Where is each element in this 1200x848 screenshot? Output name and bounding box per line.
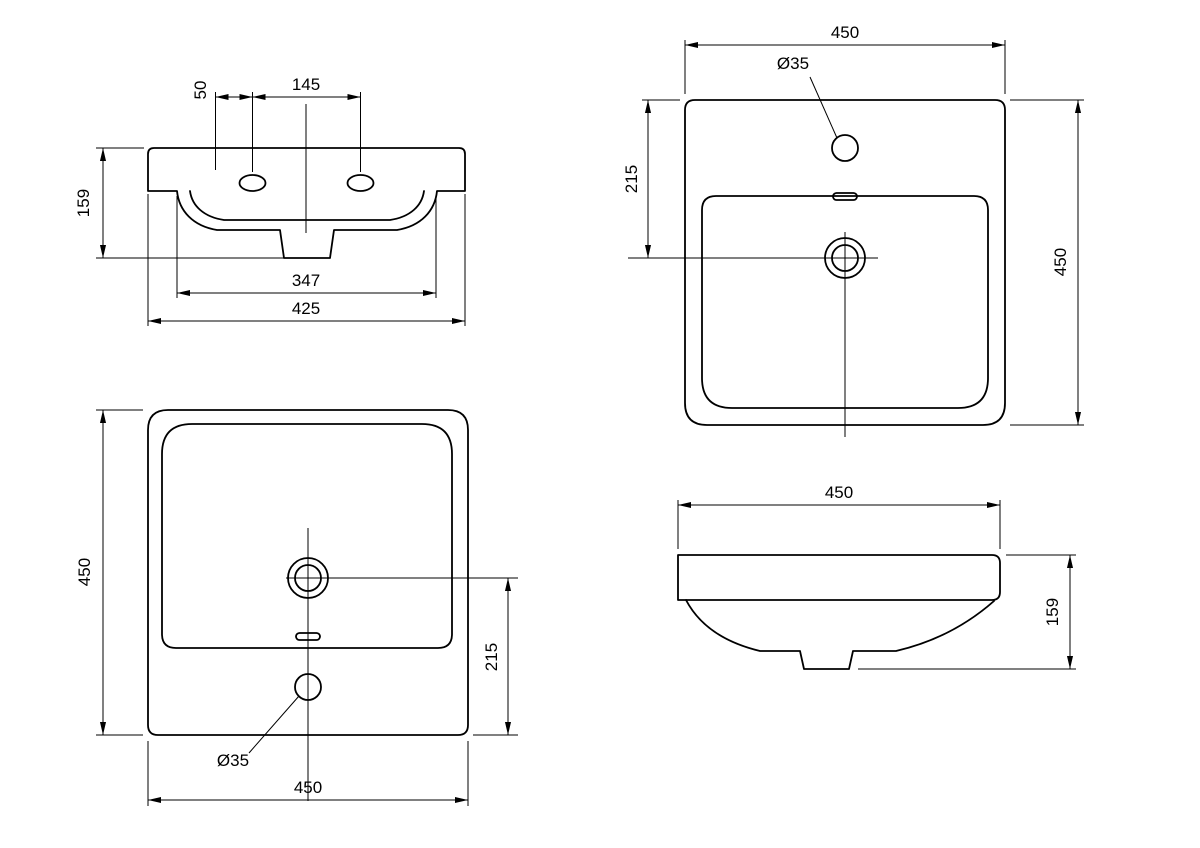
side-bowl-outline xyxy=(685,599,995,670)
dim-bottom-width: 450 xyxy=(294,778,322,797)
side-view: 450 159 xyxy=(677,483,1076,670)
tap-hole-left xyxy=(238,174,267,192)
dim-overall-width: 425 xyxy=(292,299,320,318)
dim-drain-offset: 215 xyxy=(482,643,501,671)
top-view: 450 Ø35 215 450 xyxy=(622,23,1084,437)
dim-side-depth: 450 xyxy=(825,483,853,502)
top-rim-outline xyxy=(684,99,1006,426)
dim-tap-hole-offset: 50 xyxy=(191,81,210,100)
dim-side-height: 159 xyxy=(1043,598,1062,626)
bottom-rim-outline xyxy=(147,409,469,736)
side-rim-outline xyxy=(677,554,1001,601)
dim-front-height: 159 xyxy=(74,189,93,217)
bottom-view: 450 215 Ø35 450 xyxy=(75,409,518,806)
dim-top-depth: 450 xyxy=(1051,248,1070,276)
leader-line xyxy=(248,695,300,754)
dim-tap-hole-diameter: Ø35 xyxy=(777,54,809,73)
front-bowl-inner-line xyxy=(189,190,425,221)
dim-tap-hole-spacing: 145 xyxy=(292,75,320,94)
dim-bottom-depth: 450 xyxy=(75,558,94,586)
bottom-bowl-outline xyxy=(161,423,453,649)
dim-tap-hole-diameter: Ø35 xyxy=(217,751,249,770)
dim-drain-offset: 215 xyxy=(622,165,641,193)
tap-hole xyxy=(831,134,859,162)
dim-top-width: 450 xyxy=(831,23,859,42)
leader-line xyxy=(809,76,838,139)
tap-hole-right xyxy=(346,174,375,192)
overflow-slot xyxy=(832,192,858,201)
front-view: 50 145 159 347 425 xyxy=(74,75,466,326)
dim-inner-width: 347 xyxy=(292,271,320,290)
top-basin-outline xyxy=(701,195,989,409)
